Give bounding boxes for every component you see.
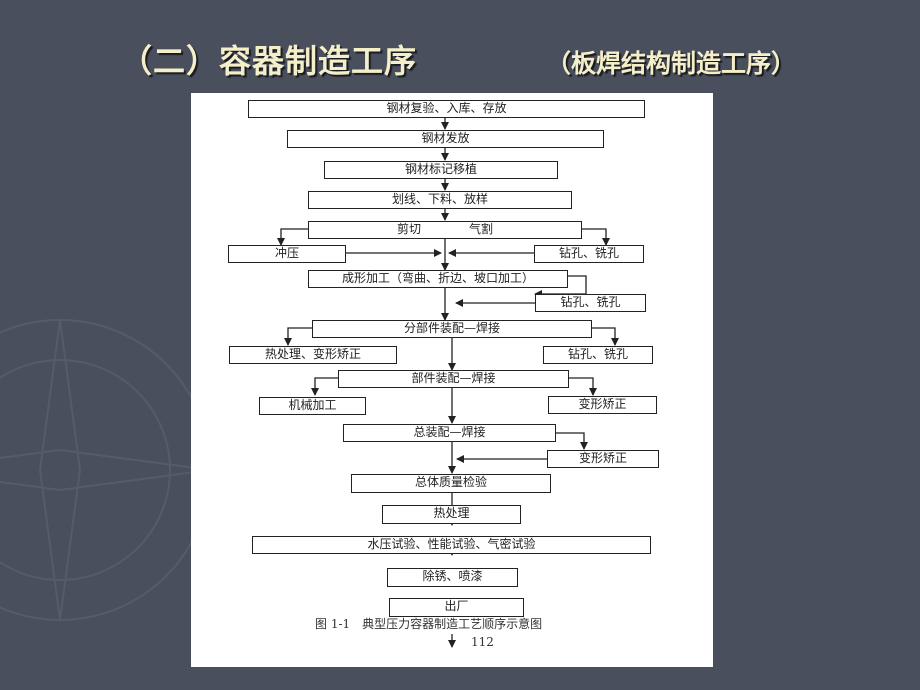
step-component-assembly-welding: 部件装配—焊接 <box>338 370 569 388</box>
step-drilling-milling-2: 钻孔、铣孔 <box>535 294 646 312</box>
slide-subtitle: （板焊结构制造工序） <box>546 49 797 78</box>
step-scribing-cutting-layout: 划线、下料、放样 <box>308 191 572 209</box>
step-derusting-painting: 除锈、喷漆 <box>387 568 518 587</box>
step-drilling-milling-1: 钻孔、铣孔 <box>534 245 644 263</box>
step-heat-treatment: 热处理 <box>382 505 521 524</box>
step-straightening-1: 变形矫正 <box>548 396 657 414</box>
step-subassembly-welding: 分部件装配—焊接 <box>312 320 592 338</box>
step-punching: 冲压 <box>228 245 346 263</box>
step-forming: 成形加工（弯曲、折边、坡口加工） <box>308 270 568 288</box>
flowchart-panel: 钢材复验、入库、存放 钢材发放 钢材标记移植 划线、下料、放样 剪切 气割 冲压… <box>191 93 713 667</box>
step-overall-quality-inspection: 总体质量检验 <box>351 474 551 493</box>
step-heat-treatment-straightening: 热处理、变形矫正 <box>229 346 397 364</box>
step-shearing-gas-cutting: 剪切 气割 <box>308 221 582 239</box>
step-drilling-milling-3: 钻孔、铣孔 <box>543 346 653 364</box>
step-pressure-tests: 水压试验、性能试验、气密试验 <box>252 536 651 554</box>
step-shipping: 出厂 <box>389 598 524 617</box>
step-steel-issue: 钢材发放 <box>287 130 604 148</box>
step-straightening-2: 变形矫正 <box>547 450 659 468</box>
step-final-assembly-welding: 总装配—焊接 <box>343 424 556 442</box>
page-number: 112 <box>471 635 494 649</box>
figure-caption: 图 1-1 典型压力容器制造工艺顺序示意图 <box>315 617 543 631</box>
slide-title: （二）容器制造工序 <box>120 42 418 80</box>
step-steel-marking-transfer: 钢材标记移植 <box>324 161 558 179</box>
step-steel-inspection-storage: 钢材复验、入库、存放 <box>248 100 645 118</box>
step-machining: 机械加工 <box>259 397 366 415</box>
